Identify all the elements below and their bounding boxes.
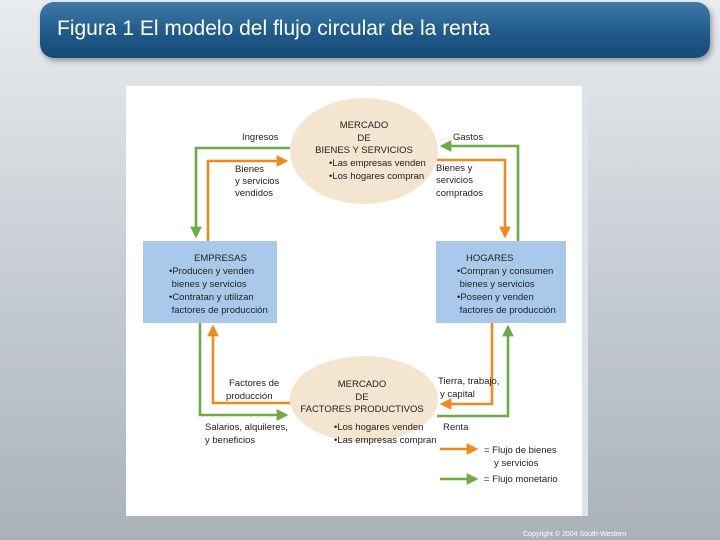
label-salarios-1: Salarios, alquileres,	[205, 422, 288, 433]
factor-market-ellipse	[290, 356, 438, 442]
arrow-factores	[207, 324, 290, 405]
legend-money-label: = Flujo monetario	[484, 474, 558, 485]
label-bienes-comprados-2: servicios	[436, 175, 473, 186]
firms-bullet-3: •Contratan y utilizan	[169, 292, 254, 303]
households-bullet-4: factores de producción	[457, 305, 556, 316]
households-box	[436, 241, 566, 323]
factor-market-heading-2: DE	[355, 392, 369, 403]
goods-market-bullet-1: •Las empresas venden	[329, 158, 426, 169]
label-factores-2: producción	[226, 391, 273, 402]
goods-market-heading-1: MERCADO	[339, 120, 389, 131]
goods-market-ellipse	[290, 98, 438, 204]
factor-market-heading-1: MERCADO	[337, 379, 387, 390]
firms-title: EMPRESAS	[194, 253, 247, 264]
label-bienes-comprados-3: comprados	[436, 188, 483, 199]
households-bullet-2: bienes y servicios	[457, 279, 535, 290]
firms-bullet-1: •Producen y venden	[169, 266, 255, 277]
factor-market-heading-3: FACTORES PRODUCTIVOS	[300, 404, 424, 415]
arrow-bienes-comprados	[437, 158, 511, 239]
goods-market-heading-3: BIENES Y SERVICIOS	[315, 145, 413, 156]
label-gastos: Gastos	[453, 132, 484, 143]
arrow-ingresos	[190, 146, 290, 239]
goods-market-bullet-2: •Los hogares compran	[329, 171, 425, 182]
slide-title: Figura 1 El modelo del flujo circular de…	[57, 17, 491, 40]
label-factores-1: Factores de	[229, 378, 280, 389]
label-bienes-vendidos-3: vendidos	[235, 188, 274, 199]
firms-box	[143, 241, 277, 323]
label-bienes-vendidos-2: y servicios	[235, 176, 280, 187]
arrow-gastos	[439, 140, 520, 241]
copyright-notice: Copyright © 2004 South-Western	[523, 531, 627, 538]
households-title: HOGARES	[466, 253, 514, 264]
factor-market-bullet-1: •Los hogares venden	[334, 422, 424, 433]
firms-bullet-2: bienes y servicios	[169, 279, 247, 290]
label-tierra-1: Tierra, trabajo,	[438, 376, 500, 387]
label-bienes-vendidos-1: Bienes	[235, 164, 265, 175]
label-ingresos: Ingresos	[242, 132, 279, 143]
arrow-tierra	[439, 323, 494, 410]
firms-bullet-4: factores de producción	[169, 305, 268, 316]
households-bullet-3: •Poseen y venden	[457, 292, 534, 303]
label-renta: Renta	[443, 422, 469, 433]
arrow-renta	[437, 324, 514, 418]
title-bar	[40, 2, 710, 58]
label-tierra-2: y capital	[440, 389, 475, 400]
arrow-bienes-vendidos	[206, 155, 289, 241]
legend-goods-label-2: y servicios	[494, 458, 539, 469]
arrow-salarios	[198, 323, 289, 421]
label-salarios-2: y beneficios	[205, 435, 256, 446]
factor-market-bullet-2: •Las empresas compran	[334, 435, 437, 446]
label-bienes-comprados-1: Bienes y	[436, 163, 473, 174]
goods-market-heading-2: DE	[357, 133, 371, 144]
legend-goods-label-1: = Flujo de bienes	[484, 445, 557, 456]
households-bullet-1: •Compran y consumen	[457, 266, 554, 277]
